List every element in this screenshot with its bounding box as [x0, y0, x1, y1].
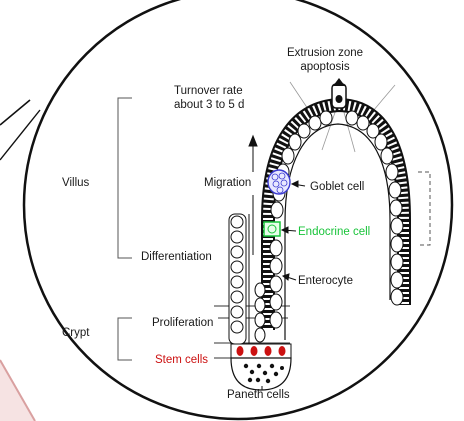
- turnover-rate-line-2: about 3 to 5 d: [174, 98, 244, 112]
- migration-label: Migration: [204, 176, 251, 190]
- goblet-cell-label: Goblet cell: [310, 180, 364, 194]
- villus-bracket: [118, 98, 132, 258]
- goblet-cell: [268, 170, 290, 194]
- endocrine-cell: [264, 222, 280, 236]
- crypt-bracket: [118, 318, 132, 360]
- differentiation-label: Differentiation: [141, 250, 212, 264]
- extrusion-zone-text: Extrusion zone: [278, 46, 372, 60]
- zoom-line-bottom: [0, 110, 40, 160]
- villus-cells: [270, 111, 403, 328]
- zoom-line-top: [0, 100, 30, 125]
- right-dashed-bracket: [418, 172, 430, 245]
- paneth-cells-group: [231, 358, 291, 390]
- proliferation-label: Proliferation: [152, 316, 213, 330]
- apoptosis-text: apoptosis: [278, 60, 372, 74]
- enterocyte-label: Enterocyte: [298, 274, 353, 288]
- stem-cells-label: Stem cells: [155, 353, 208, 367]
- paneth-cells-label: Paneth cells: [227, 388, 290, 402]
- crypt-label: Crypt: [62, 326, 89, 340]
- extrusion-zone-label: Extrusion zone apoptosis: [278, 46, 372, 75]
- crypt-left-cells: [229, 214, 246, 344]
- villus-label: Villus: [62, 176, 89, 190]
- stem-cells-group: [231, 344, 291, 358]
- extruding-cell: [332, 78, 346, 108]
- migration-arrow: [249, 136, 257, 255]
- turnover-rate-line-1: Turnover rate: [174, 84, 244, 98]
- turnover-rate-label: Turnover rate about 3 to 5 d: [174, 84, 244, 113]
- endocrine-cell-label: Endocrine cell: [298, 225, 370, 239]
